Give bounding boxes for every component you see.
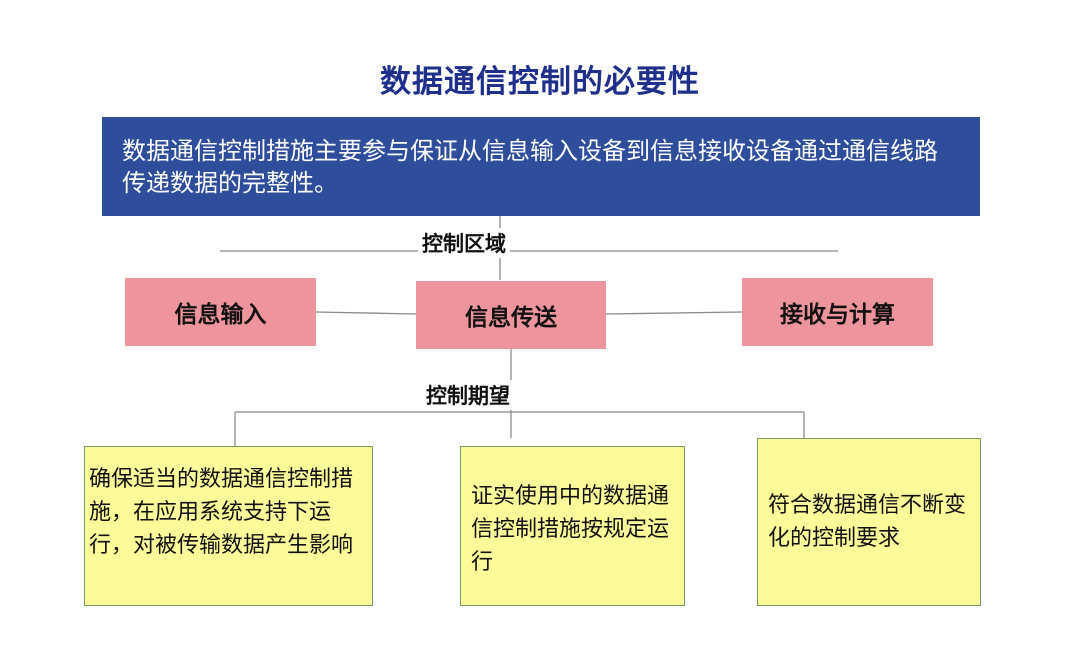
process-box-receive: 接收与计算 — [742, 278, 933, 346]
control-expectation-label: 控制期望 — [422, 380, 514, 410]
summary-banner: 数据通信控制措施主要参与保证从信息输入设备到信息接收设备通过通信线路传递数据的完… — [102, 117, 980, 216]
process-box-transfer: 信息传送 — [416, 281, 606, 349]
expectation-box-2: 证实使用中的数据通信控制措施按规定运行 — [460, 446, 685, 606]
expectation-box-3: 符合数据通信不断变化的控制要求 — [757, 438, 981, 606]
connector-input-transfer — [315, 311, 417, 315]
control-area-label: 控制区域 — [418, 228, 510, 258]
connector-transfer-receive — [605, 311, 743, 315]
expectation-box-1: 确保适当的数据通信控制措施，在应用系统支持下运行，对被传输数据产生影响 — [84, 446, 373, 606]
process-box-input: 信息输入 — [125, 278, 316, 346]
page-title: 数据通信控制的必要性 — [380, 64, 700, 100]
